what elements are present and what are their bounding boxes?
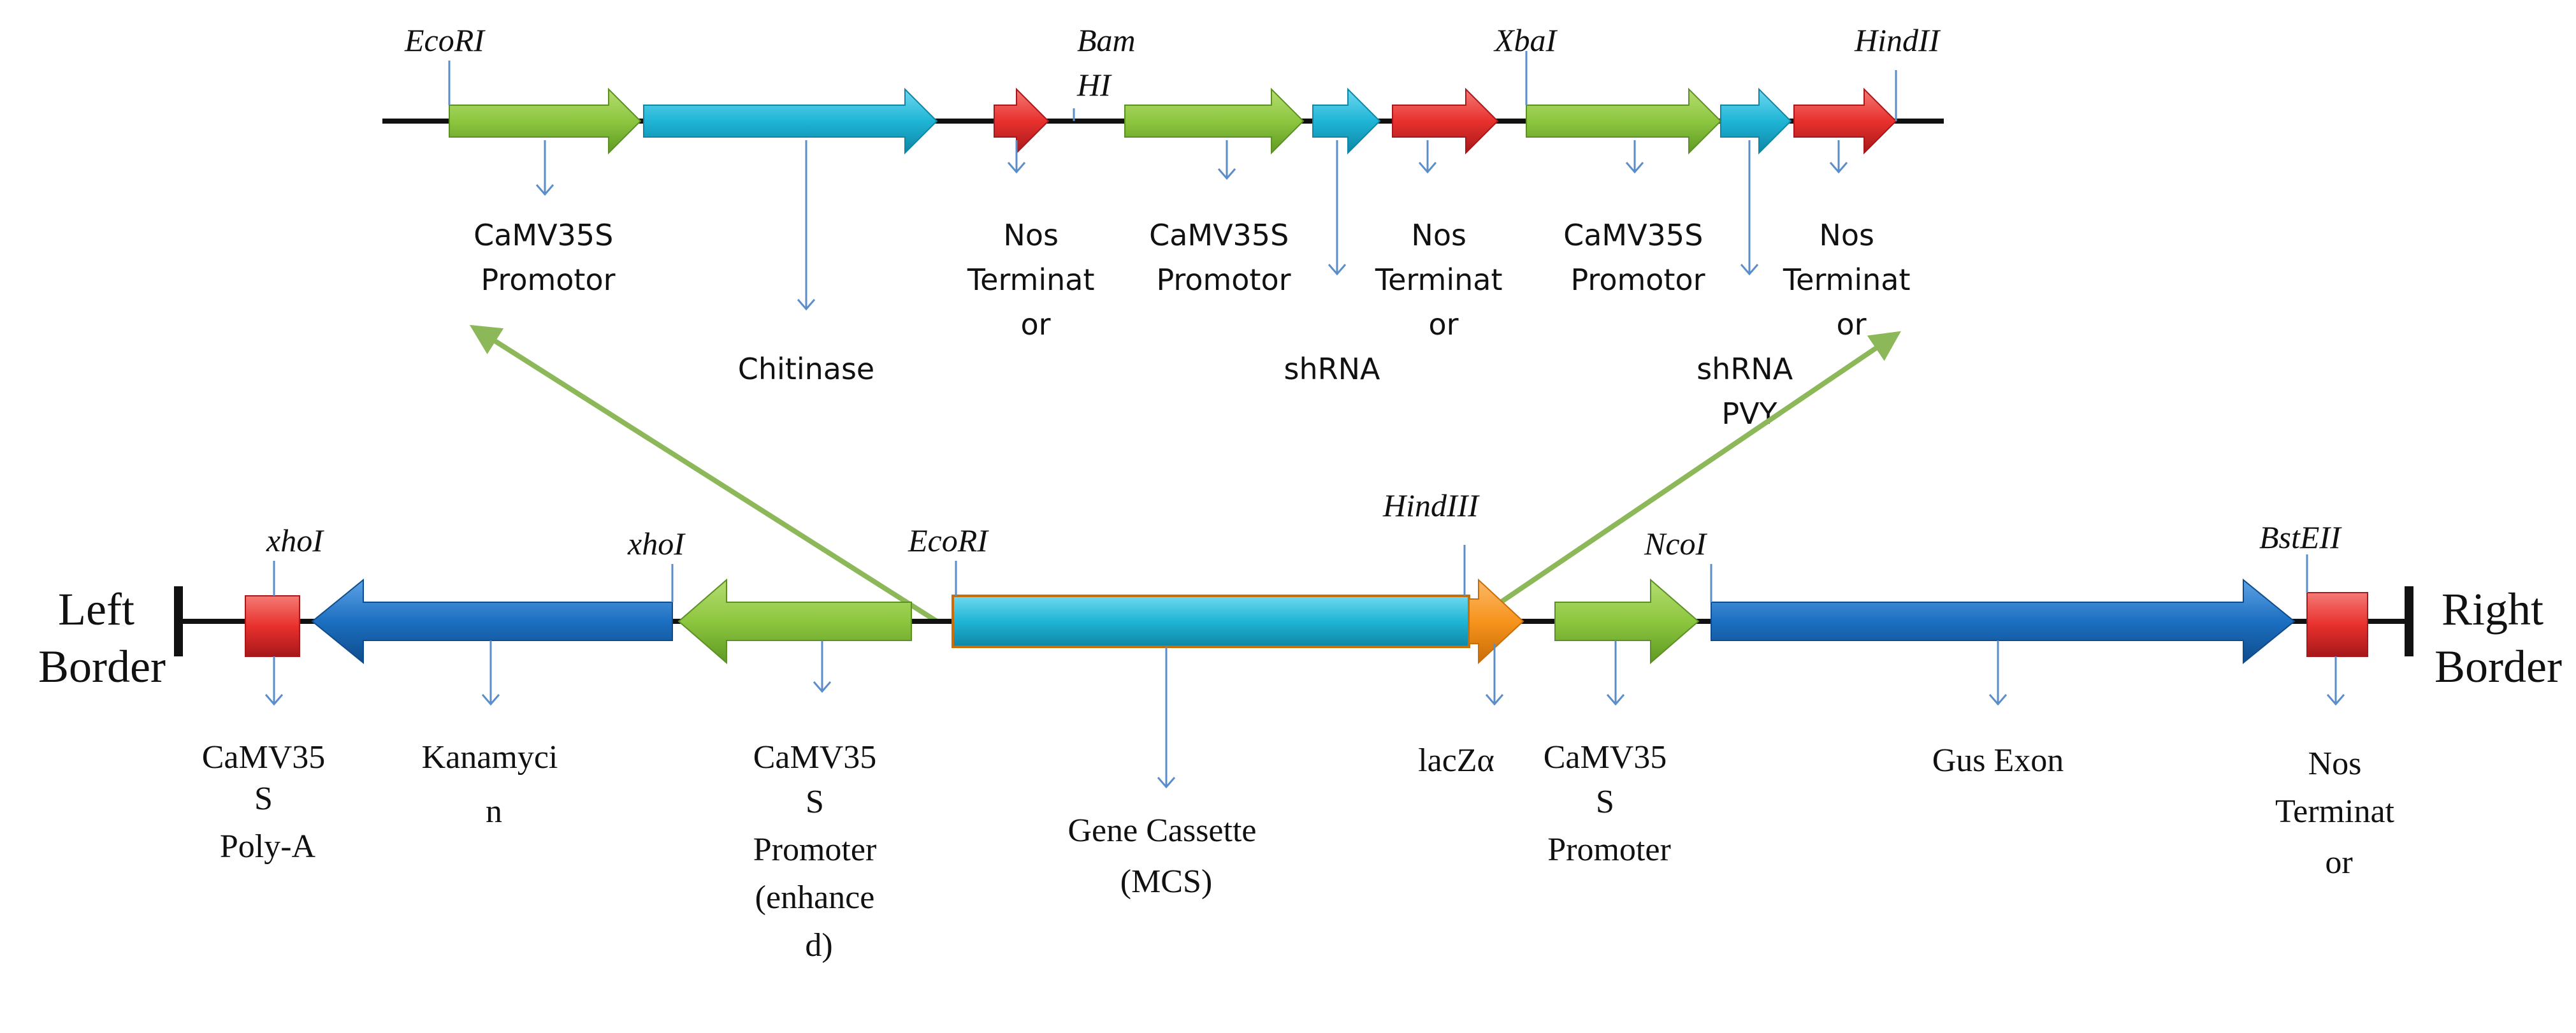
bottom-site-hindiii: HindIII — [1382, 488, 1480, 523]
top-nos-terminator-arrow-2 — [1392, 87, 1499, 155]
top-label-camv35s-1: CaMV35S Promotor — [474, 218, 623, 297]
bottom-label-camv35s-enhanced: CaMV35 S Promoter (enhance d) — [753, 739, 885, 964]
top-label-camv35s-3: CaMV35S Promotor — [1563, 218, 1712, 297]
bottom-site-bsteii: BstEII — [2259, 519, 2342, 555]
bottom-label-camv35s: CaMV35 S Promoter — [1544, 739, 1675, 868]
top-nos-terminator-arrow-1 — [994, 87, 1050, 155]
bottom-label-lacz: lacZα — [1418, 742, 1494, 779]
top-chitinase-arrow — [643, 87, 938, 155]
bottom-label-gus: Gus Exon — [1932, 742, 2064, 779]
bottom-mcs-box — [952, 595, 1470, 648]
bottom-site-xhoi-1: xhoI — [266, 523, 324, 558]
bottom-connectors — [264, 640, 2345, 789]
bottom-camv35s-enhanced-arrow — [677, 578, 912, 665]
left-border-label: Left Border — [38, 584, 166, 692]
top-label-nos-1: Nos Terminat or — [967, 218, 1104, 342]
top-site-hindii: HindII — [1854, 22, 1941, 58]
bottom-site-ecori: EcoRI — [908, 523, 989, 558]
bottom-label-mcs: Gene Cassette (MCS) — [1067, 813, 1264, 900]
bottom-site-xhoi-2: xhoI — [627, 526, 686, 561]
top-label-nos-3: Nos Terminat or — [1783, 218, 1920, 342]
expansion-arrow-left — [469, 324, 939, 624]
bottom-kanamycin-arrow — [311, 578, 673, 665]
right-border-label: Right Border — [2435, 584, 2562, 692]
top-label-chitinase: Chitinase — [738, 352, 874, 386]
bottom-label-nos: Nos Terminat or — [2275, 746, 2403, 881]
top-camv35s-promoter-arrow-2 — [1124, 87, 1305, 155]
top-connectors — [535, 140, 1848, 311]
top-label-nos-2: Nos Terminat or — [1375, 218, 1512, 342]
top-label-shrna-1: shRNA — [1284, 352, 1380, 386]
top-construct: EcoRI Bam HI XbaI HindII CaMV35S Promoto… — [382, 22, 1944, 431]
top-label-shrna-pvy: shRNA PVY — [1697, 352, 1802, 431]
top-site-xbai: XbaI — [1493, 22, 1558, 58]
bottom-polya-box — [245, 595, 300, 657]
top-camv35s-promoter-arrow-1 — [449, 87, 642, 155]
expansion-arrows — [469, 324, 1901, 624]
bottom-camv35s-arrow — [1554, 578, 1700, 665]
top-site-bamhi-line1: Bam — [1077, 22, 1136, 58]
top-camv35s-promoter-arrow-3 — [1526, 87, 1722, 155]
top-shrna-arrow — [1312, 87, 1381, 155]
bottom-site-ncoi: NcoI — [1644, 526, 1708, 561]
bottom-lacz-arrow — [1468, 578, 1524, 665]
expansion-arrow-right — [1489, 331, 1901, 611]
top-site-bamhi-line2: HI — [1076, 67, 1112, 103]
top-site-ecori: EcoRI — [404, 22, 486, 58]
bottom-construct: xhoI xhoI EcoRI HindIII NcoI BstEII Left… — [38, 488, 2562, 964]
bottom-gus-arrow — [1711, 578, 2296, 665]
top-nos-terminator-arrow-3 — [1793, 87, 1897, 155]
top-shrna-pvy-arrow — [1720, 87, 1792, 155]
bottom-nos-box — [2306, 592, 2368, 657]
bottom-label-polya: CaMV35 S Poly-A — [202, 739, 334, 865]
top-label-camv35s-2: CaMV35S Promotor — [1149, 218, 1298, 297]
bottom-label-kanamycin: Kanamyci n — [422, 739, 567, 830]
